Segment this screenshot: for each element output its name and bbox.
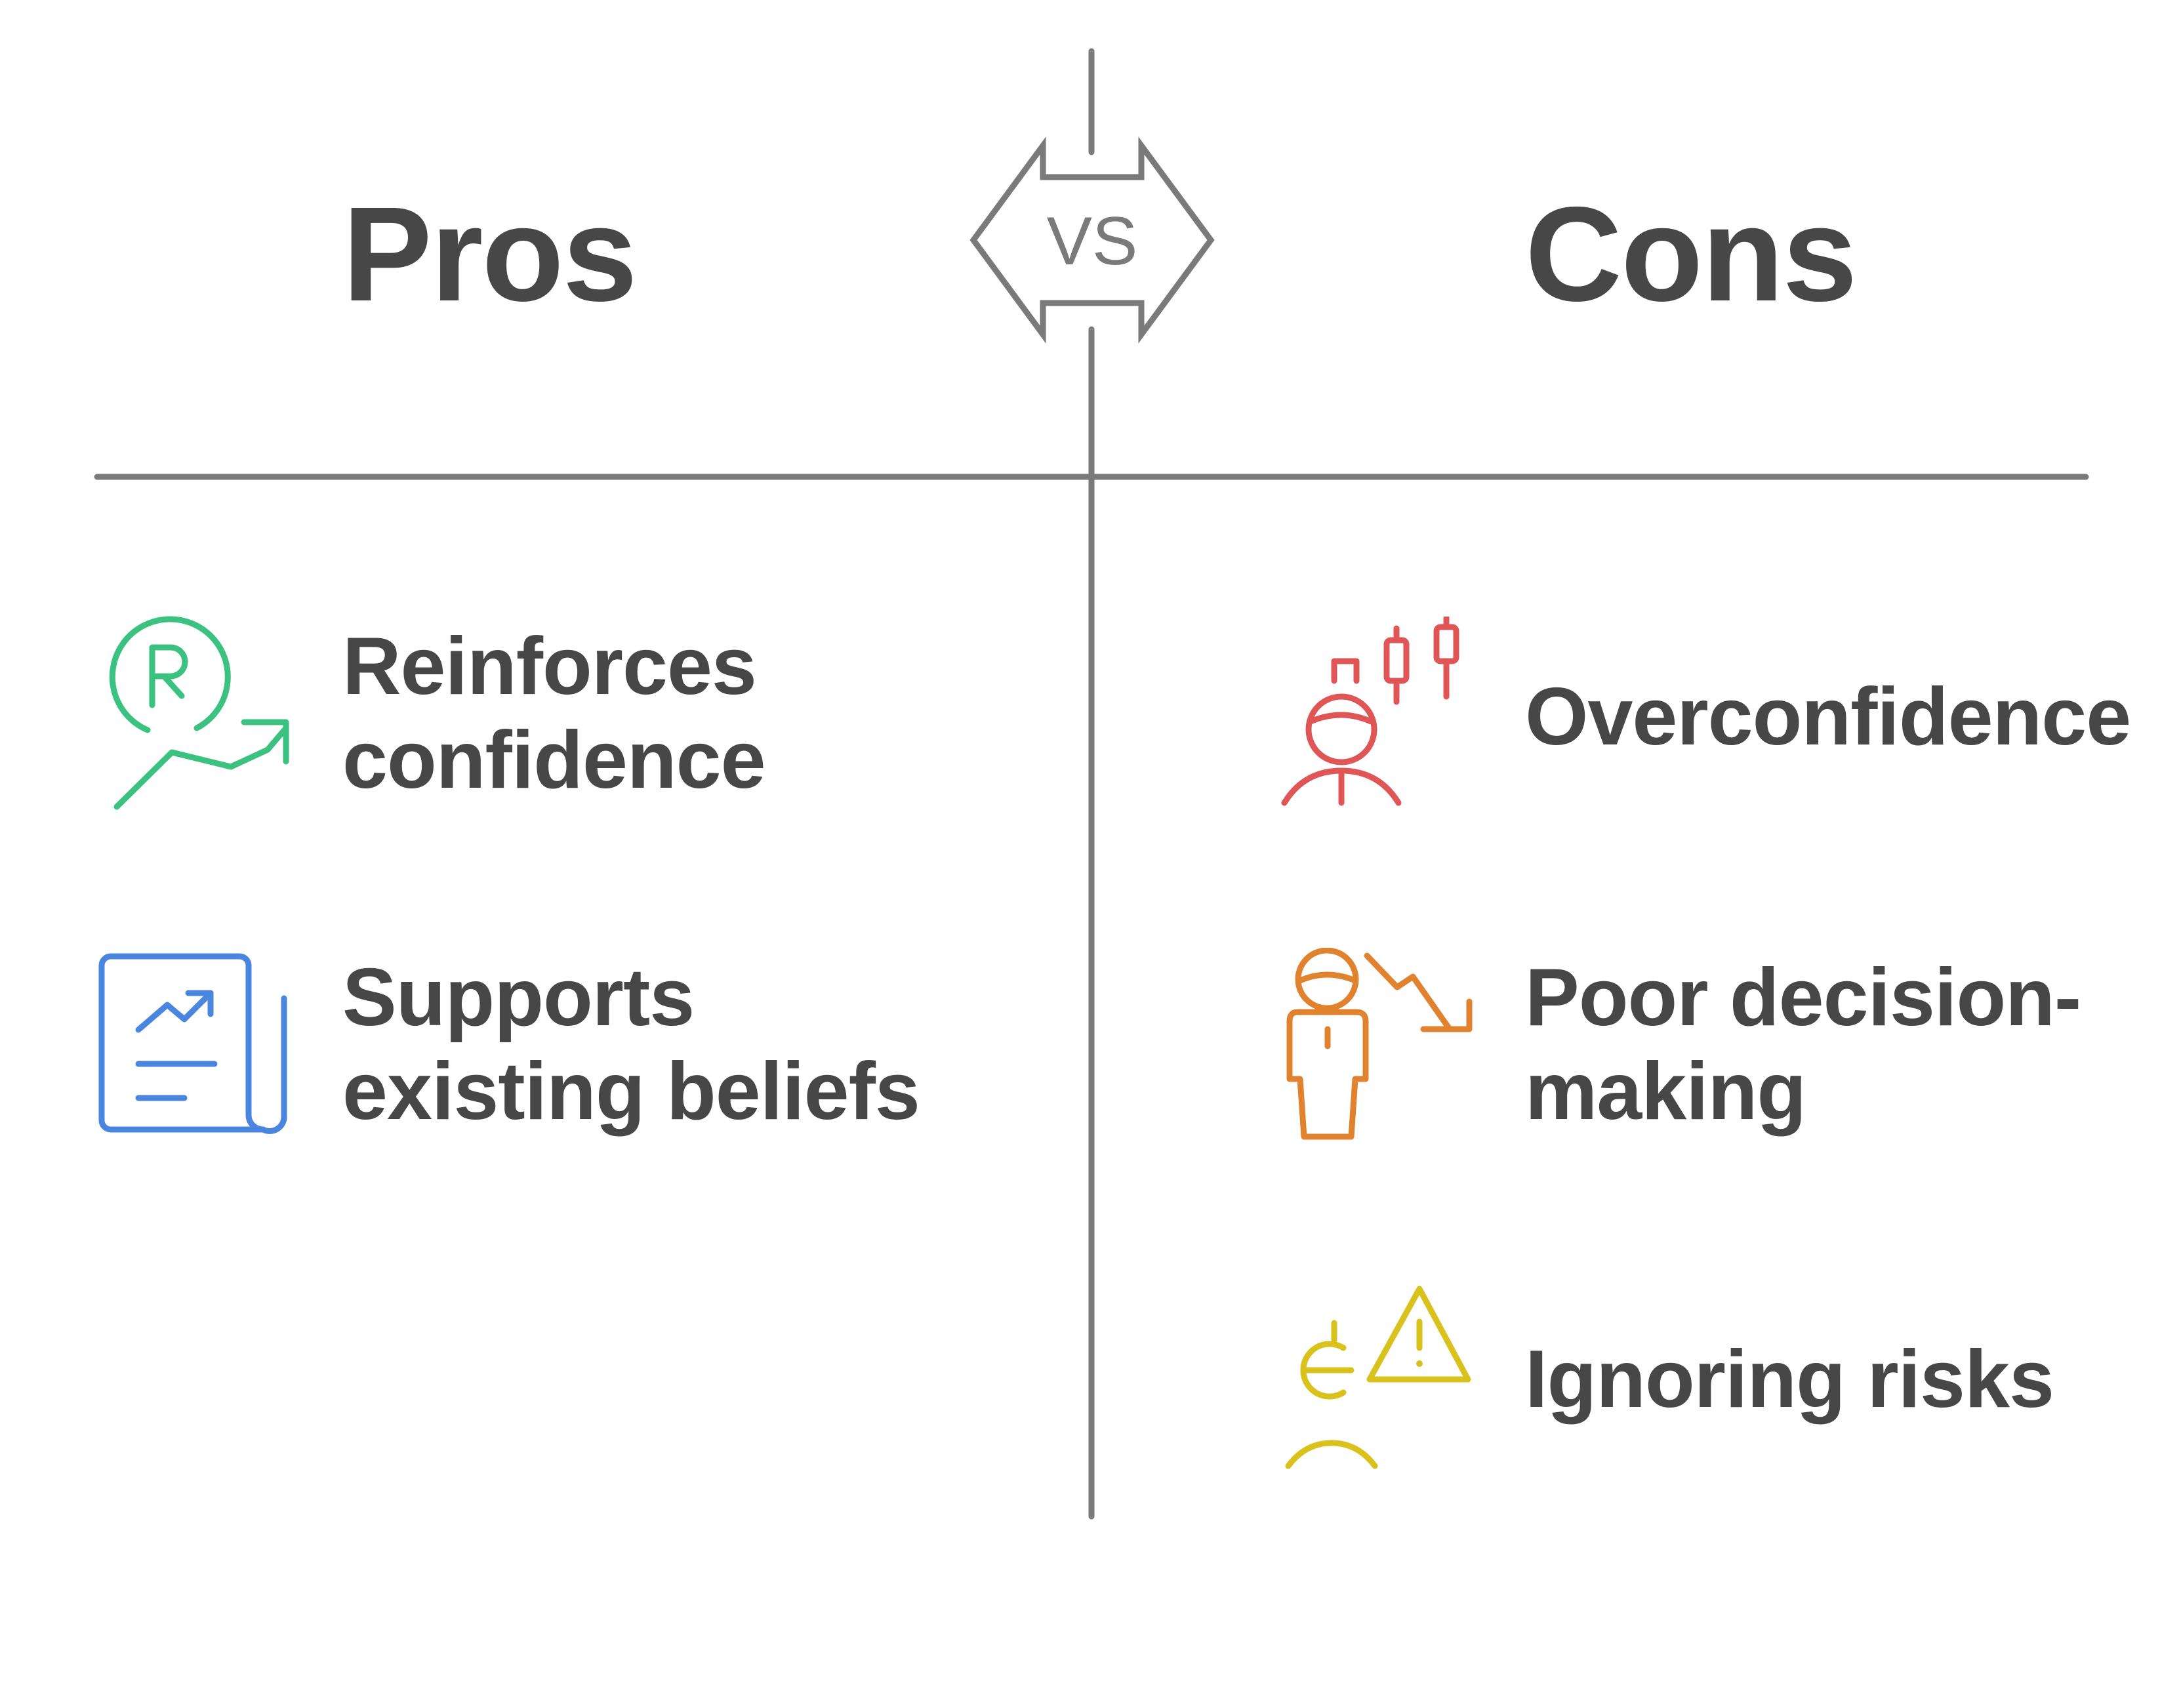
document-chart-icon xyxy=(98,953,287,1134)
cons-item-1: Overconfidence xyxy=(1525,670,2131,764)
pros-item-2: Supports existing beliefs xyxy=(342,951,920,1139)
person-warning-icon xyxy=(1285,1286,1471,1469)
vs-label: VS xyxy=(1047,203,1138,279)
cons-item-2-line-2: making xyxy=(1525,1046,1806,1137)
pros-item-1-line-1: Reinforces xyxy=(342,621,757,712)
pros-item-2-line-1: Supports xyxy=(342,952,695,1043)
pros-item-2-line-2: existing beliefs xyxy=(342,1046,920,1137)
cons-item-2-line-1: Poor decision- xyxy=(1525,952,2081,1043)
person-trend-down-icon xyxy=(1286,948,1473,1140)
pros-item-1-line-2: confidence xyxy=(342,715,766,805)
person-candlestick-icon xyxy=(1281,617,1459,806)
cons-title: Cons xyxy=(1525,179,1857,329)
cons-item-1-line-1: Overconfidence xyxy=(1525,672,2131,762)
r-badge-trend-up-icon xyxy=(109,616,289,810)
vs-double-arrow xyxy=(969,136,1215,344)
pros-title: Pros xyxy=(342,179,638,329)
cons-item-3: Ignoring risks xyxy=(1525,1333,2054,1427)
pros-item-1: Reinforces confidence xyxy=(342,620,766,807)
cons-item-3-line-1: Ignoring risks xyxy=(1525,1334,2054,1425)
cons-item-2: Poor decision- making xyxy=(1525,951,2081,1139)
